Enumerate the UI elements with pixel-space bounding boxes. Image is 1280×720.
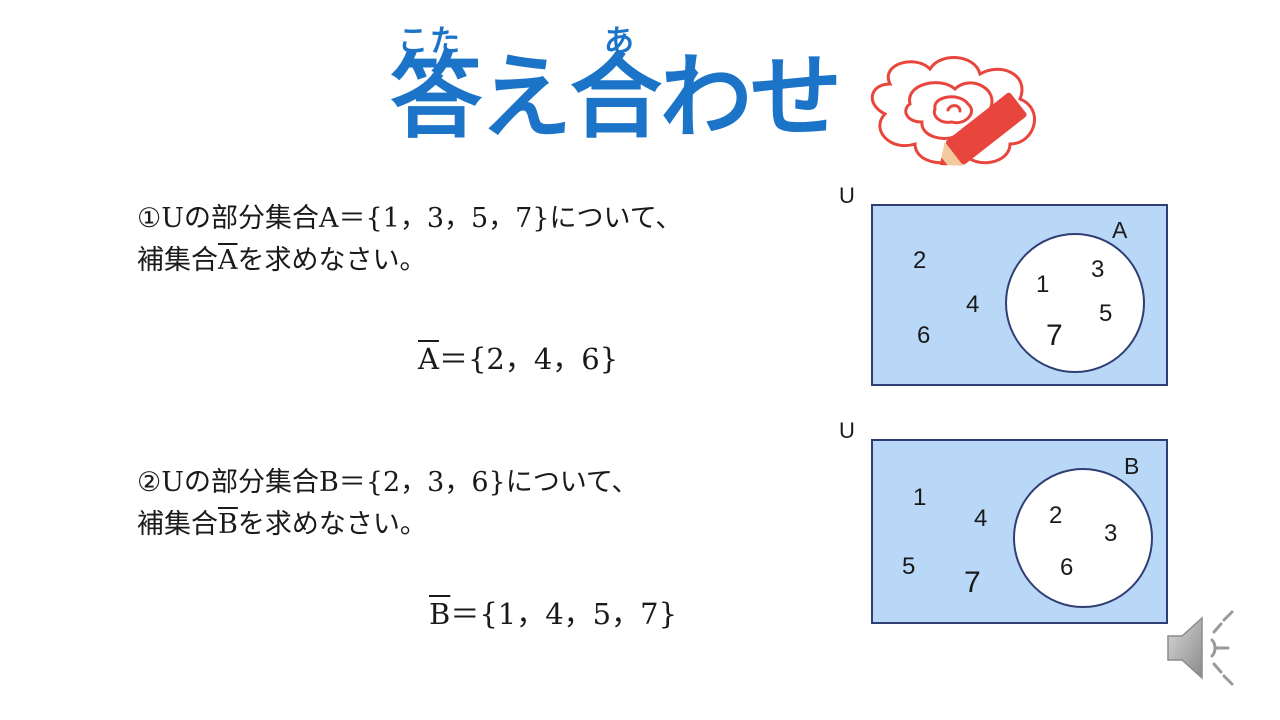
venn-b-outside-item: 1 [913, 484, 926, 511]
answer-2-value: ＝{1，4，5，7} [450, 597, 678, 631]
venn-a-inside-item: 5 [1099, 300, 1112, 327]
question-1: ①Uの部分集合A＝{1，3，5，7}について、 補集合Aを求めなさい。 [137, 198, 682, 282]
venn-b-universe-label: U [839, 418, 855, 443]
question-2: ②Uの部分集合B＝{2，3，6}について、 補集合Bを求めなさい。 [137, 462, 639, 546]
question-2-suffix: を求めなさい。 [237, 509, 427, 540]
answer-1-value: ＝{2，4，6} [438, 342, 619, 376]
venn-diagram-a: U A 2 4 6 1 3 5 7 [839, 183, 1168, 386]
question-1-line-2: 補集合Aを求めなさい。 [137, 240, 682, 282]
speaker-icon[interactable] [1162, 606, 1246, 690]
complement-a-symbol: A [218, 245, 238, 276]
venn-b-outside-item: 5 [902, 553, 915, 580]
ruby-a: あ [604, 24, 634, 59]
venn-diagram-b: U B 1 4 5 7 2 3 6 [839, 418, 1168, 624]
venn-a-universe-label: U [839, 183, 855, 208]
venn-a-inside-item: 7 [1046, 319, 1063, 352]
venn-a-inside-item: 1 [1036, 271, 1049, 298]
venn-b-inside-item: 6 [1060, 554, 1073, 581]
answer-2: B＝{1，4，5，7} [429, 591, 677, 633]
venn-a-set-circle [1005, 233, 1145, 373]
venn-a-outside-item: 6 [917, 322, 930, 349]
question-1-suffix: を求めなさい。 [237, 245, 427, 276]
venn-a-outside-item: 2 [913, 247, 926, 274]
venn-a-set-label: A [1112, 217, 1128, 243]
answer-1-symbol: A [418, 342, 439, 376]
venn-b-set-label: B [1124, 453, 1139, 479]
answer-1: A＝{2，4，6} [418, 336, 618, 378]
question-2-line-2: 補集合Bを求めなさい。 [137, 504, 639, 546]
venn-b-set-circle [1013, 468, 1153, 608]
question-2-prefix: 補集合 [137, 509, 218, 540]
complement-b-symbol: B [218, 509, 238, 540]
scribble-icon [871, 56, 1036, 166]
venn-b-outside-item: 7 [964, 566, 981, 599]
venn-b-inside-item: 2 [1049, 502, 1062, 529]
question-1-prefix: 補集合 [137, 245, 218, 276]
question-2-line-1: ②Uの部分集合B＝{2，3，6}について、 [137, 467, 639, 498]
venn-b-outside-item: 4 [974, 505, 987, 532]
question-1-line-1: ①Uの部分集合A＝{1，3，5，7}について、 [137, 203, 683, 234]
venn-b-inside-item: 3 [1104, 520, 1117, 547]
ruby-kota: こた [398, 24, 462, 59]
venn-a-inside-item: 3 [1091, 256, 1104, 283]
title-area: こた あ 答え合わせ [390, 10, 1050, 170]
page-title: 答え合わせ [390, 44, 842, 151]
answer-2-symbol: B [429, 597, 451, 631]
venn-a-outside-item: 4 [966, 291, 979, 318]
